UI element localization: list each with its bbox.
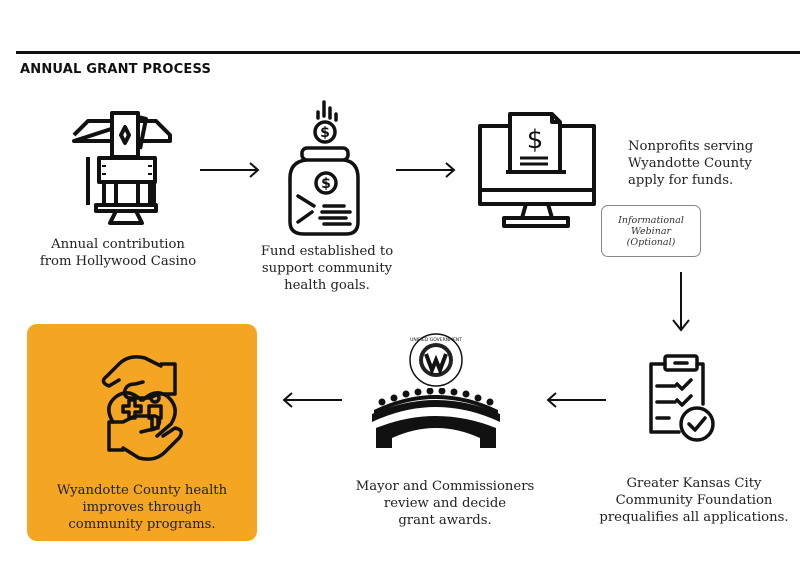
- arrow-right-icon: [200, 162, 260, 178]
- step-4-caption: Greater Kansas City Community Foundation…: [599, 476, 789, 525]
- unified-government-seal-icon: UNIFIED GOVERNMENT: [409, 333, 463, 387]
- svg-text:$: $: [321, 176, 331, 192]
- clipboard-checklist-icon: [649, 354, 715, 442]
- commission-table-icon: [372, 388, 500, 448]
- step-5-caption: Mayor and Commissioners review and decid…: [355, 479, 535, 528]
- step-2-caption: Fund established to support community he…: [260, 244, 394, 293]
- arrow-down-icon: [672, 272, 690, 332]
- svg-text:$: $: [320, 125, 330, 141]
- step-1-caption: Annual contribution from Hollywood Casin…: [39, 237, 197, 269]
- informational-webinar-box: Informational Webinar (Optional): [601, 205, 701, 257]
- top-divider: [16, 51, 800, 54]
- casino-building-icon: [72, 111, 172, 225]
- hands-heart-health-icon: [101, 355, 183, 461]
- arrow-left-icon: [546, 392, 606, 408]
- outcome-box: Wyandotte County health improves through…: [27, 324, 257, 541]
- computer-application-icon: $: [478, 112, 596, 228]
- page-title: ANNUAL GRANT PROCESS: [20, 62, 212, 77]
- arrow-right-icon: [396, 162, 456, 178]
- money-jar-icon: $ $: [288, 100, 360, 236]
- step-6-caption: Wyandotte County health improves through…: [56, 483, 228, 532]
- arrow-left-icon: [282, 392, 342, 408]
- svg-text:UNIFIED GOVERNMENT: UNIFIED GOVERNMENT: [410, 337, 462, 343]
- svg-text:$: $: [527, 125, 544, 155]
- step-3-caption: Nonprofits serving Wyandotte County appl…: [628, 139, 754, 188]
